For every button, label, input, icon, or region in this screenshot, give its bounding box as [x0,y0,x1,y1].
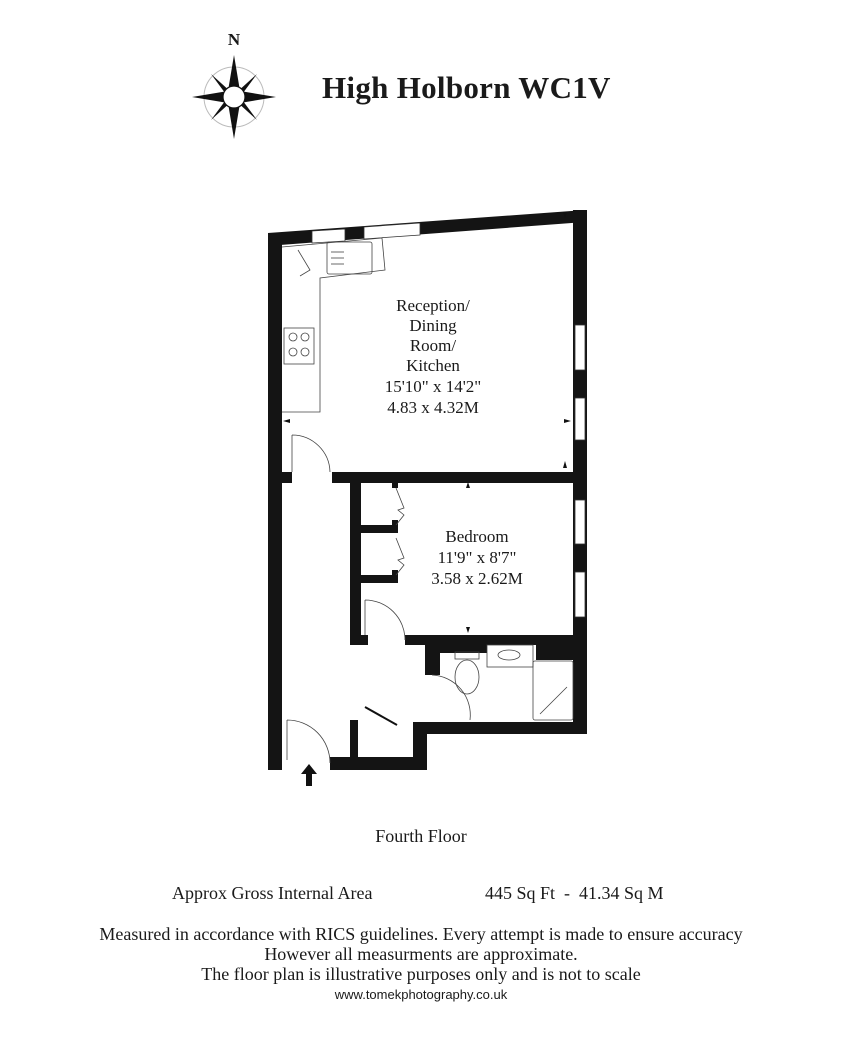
website-link[interactable]: www.tomekphotography.co.uk [334,987,508,1002]
hob-icon [283,327,315,365]
disclaimer-line: Measured in accordance with RICS guideli… [99,924,743,944]
area-value: 445 Sq Ft - 41.34 Sq M [485,883,664,903]
walls [268,210,587,770]
bathroom-fixtures [454,644,574,721]
room-dimensions-metric: 3.58 x 2.62M [431,569,523,588]
reception-label: Reception/ Dining Room/ Kitchen 15'10" x… [385,296,482,417]
compass-rose-icon: N [192,30,276,139]
room-dimensions-imperial: 15'10" x 14'2" [385,377,482,396]
room-name: Bedroom [445,527,508,546]
room-name-line: Kitchen [406,356,460,375]
shower-tray-icon [532,660,574,721]
room-dimensions-imperial: 11'9" x 8'7" [438,548,517,567]
room-name-line: Room/ [410,336,457,355]
doors [286,434,471,764]
dimension-markers [283,212,571,633]
sink-icon [326,241,373,275]
windows [311,222,586,618]
bedroom-label: Bedroom 11'9" x 8'7" 3.58 x 2.62M [431,527,523,588]
room-dimensions-metric: 4.83 x 4.32M [387,398,479,417]
basin-icon [486,644,534,668]
compass-north-label: N [228,30,241,49]
entrance-arrow-icon [301,764,317,786]
room-name-line: Reception/ [396,296,470,315]
page-title: High Holborn WC1V [322,70,611,105]
area-label: Approx Gross Internal Area [172,883,373,903]
kitchen-units [281,237,386,413]
toilet-icon [454,659,480,695]
floor-label: Fourth Floor [375,826,467,846]
disclaimer-line: The floor plan is illustrative purposes … [201,964,641,984]
disclaimer-line: However all measurments are approximate. [264,944,578,964]
room-name-line: Dining [409,316,457,335]
